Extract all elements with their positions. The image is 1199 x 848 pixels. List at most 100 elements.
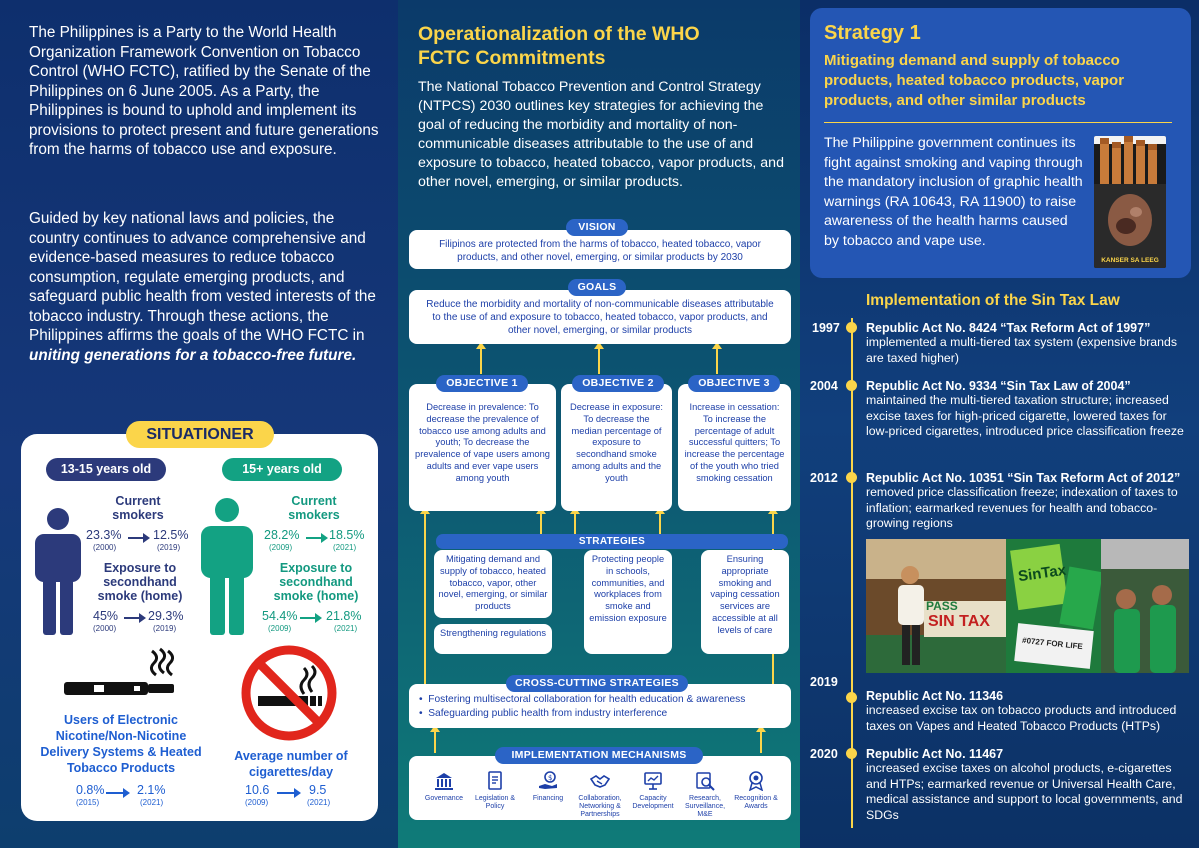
timeline-entry-2004: Republic Act No. 9334 “Sin Tax Law of 20… [866,379,1186,440]
timeline-dot [846,380,857,391]
ntpcs-intro: The National Tobacco Prevention and Cont… [418,79,784,190]
timeline-entry-title: Republic Act No. 10351 “Sin Tax Reform A… [866,471,1181,485]
mechanism-capacity: Capacity Development [631,771,675,811]
arrow-icon [300,613,322,623]
youth-exposure-from-year: (2000) [93,624,117,633]
timeline-entry-1997: Republic Act No. 8424 “Tax Reform Act of… [866,321,1186,366]
adult-current-from-year: (2009) [269,543,293,552]
timeline-year: 2004 [810,379,838,393]
cigs-from-year: (2009) [245,798,269,807]
photo-sign-sintax: SIN TAX [928,613,990,630]
timeline-entry-body: increased excise taxes on alcohol produc… [866,761,1183,822]
timeline-entry-body: implemented a multi-tiered tax system (e… [866,335,1177,365]
arrow-up-icon [536,507,546,535]
age-group-13-15-label: 13-15 years old [46,458,166,481]
adult-exposure-to-year: (2021) [334,624,358,633]
award-icon [748,771,764,791]
arrow-icon [306,533,328,543]
left-panel: The Philippines is a Party to the World … [0,0,398,848]
adult-current-to: 18.5% [329,528,365,542]
cross-cutting-item: • Fostering multisectoral collaboration … [419,694,746,705]
warning-label: KANSER SA LEEG [1101,257,1159,264]
cigs-from: 10.6 [245,783,270,797]
objective-2-tag: OBJECTIVE 2 [572,375,664,392]
mechanism-label: Recognition & Awards [734,795,778,810]
vape-device-icon [64,647,175,695]
adult-exposure-from-year: (2009) [268,624,292,633]
arrow-up-icon [476,342,486,374]
cigarette-pack-warning-image: KANSER SA LEEG [1094,136,1166,268]
mechanism-recognition: Recognition & Awards [734,771,778,811]
mechanism-label: Legislation & Policy [474,795,516,810]
arrow-up-icon [570,507,580,535]
ends-to-year: (2021) [140,798,164,807]
cigs-to: 9.5 [309,783,327,797]
strategy-cessation-box: Ensuring appropriate smoking and vaping … [701,550,789,654]
research-icon [696,772,715,791]
cross-cutting-text: Fostering multisectoral collaboration fo… [428,694,746,705]
svg-text:$: $ [548,774,552,782]
arrow-up-icon [420,507,430,689]
mechanism-governance: Governance [422,771,466,803]
arrow-up-icon [430,725,440,753]
timeline-entry-title: Republic Act No. 11346 [866,689,1004,703]
timeline-entry-title: Republic Act No. 9334 “Sin Tax Law of 20… [866,379,1131,393]
arrow-up-icon [756,725,766,753]
situationer-card [21,434,378,821]
adult-exposure-to: 21.8% [326,609,362,623]
strategy-1-body: The Philippine government continues its … [824,135,1083,249]
objective-2-box: Decrease in exposure: To decrease the me… [561,384,672,511]
timeline-entry-body: removed price classification freeze; ind… [866,485,1178,530]
situationer-title: SITUATIONER [126,421,274,448]
arrow-icon [106,788,130,798]
cross-cutting-item: • Safeguarding public health from indust… [419,708,668,719]
youth-current-from: 23.3% [86,528,122,542]
money-hand-icon: $ [539,771,557,789]
implementation-mechanisms-tag: IMPLEMENTATION MECHANISMS [495,747,703,764]
age-group-15plus-label: 15+ years old [222,458,342,481]
timeline-dot [846,322,857,333]
mechanism-label: Financing [532,795,564,802]
handshake-icon [590,775,610,788]
sin-tax-title: Implementation of the Sin Tax Law [866,292,1120,309]
timeline-entry-2019: Republic Act No. 11346 increased excise … [866,689,1186,734]
timeline-entry-title: Republic Act No. 11467 [866,747,1004,761]
youth-current-smokers-label: Current smokers [112,494,164,522]
arrow-up-icon [712,342,722,374]
arrow-icon [124,613,146,623]
timeline-dot [846,692,857,703]
strategy-regulations-box: Strengthening regulations [434,624,552,654]
ends-from: 0.8% [76,783,105,797]
mechanism-financing: $ Financing [526,771,570,803]
no-smoking-icon [241,645,337,741]
timeline-year: 2019 [810,675,838,689]
strategies-tag: STRATEGIES [436,534,788,549]
cigs-to-year: (2021) [307,798,331,807]
middle-panel: Operationalization of the WHO FCTC Commi… [398,0,800,848]
vision-box: Filipinos are protected from the harms o… [409,230,791,269]
vision-tag: VISION [566,219,628,236]
ends-users-label: Users of Electronic Nicotine/Non-Nicotin… [40,713,202,775]
guided-emphasis: uniting generations for a tobacco-free f… [29,346,357,364]
youth-exposure-to: 29.3% [148,609,184,623]
youth-exposure-label: Exposure to secondhand smoke (home) [97,561,183,603]
youth-current-to-year: (2019) [157,543,181,552]
mechanism-label: Research, Surveillance, M&E [684,795,726,818]
cross-cutting-tag: CROSS-CUTTING STRATEGIES [506,675,688,692]
adult-exposure-from: 54.4% [262,609,298,623]
strategy-protecting-box: Protecting people in schools, communitie… [584,550,672,654]
arrow-icon [277,788,301,798]
mechanism-collaboration: Collaboration, Networking & Partnerships [578,771,622,819]
arrow-icon [128,533,150,543]
strategy-mitigating-box: Mitigating demand and supply of tobacco,… [434,550,552,618]
objective-3-box: Increase in cessation: To increase the p… [678,384,791,511]
person-icon-youth [35,508,81,635]
implementation-mechanisms-box [409,756,791,820]
cigarettes-per-day-label: Average number of cigarettes/day [234,749,348,779]
building-icon [435,773,453,790]
goals-tag: GOALS [568,279,626,296]
guided-paragraph: Guided by key national laws and policies… [29,209,381,365]
timeline-dot [846,748,857,759]
strategy-1-subtitle: Mitigating demand and supply of tobacco … [824,52,1125,109]
mechanism-research: Research, Surveillance, M&E [683,771,727,819]
